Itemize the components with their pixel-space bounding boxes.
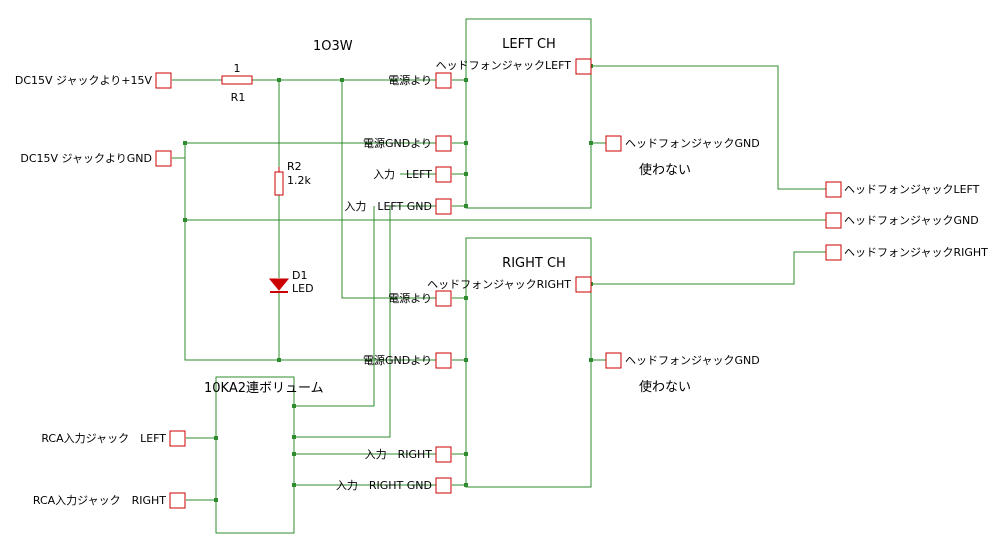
right-ch-in: 入力 RIGHT — [365, 448, 433, 461]
wire-hp-gnd-unused — [591, 142, 606, 361]
wire-hp-left — [591, 65, 826, 190]
pin-out-hp-left — [825, 181, 842, 198]
wires — [172, 65, 826, 501]
pin-dc-plus — [155, 72, 172, 89]
pin-right-hp-out — [575, 276, 592, 293]
label-rca-right: RCA入力ジャック RIGHT — [33, 494, 166, 507]
left-ch-hp-gnd: ヘッドフォンジャックGND — [625, 137, 760, 150]
pin-left-in — [435, 166, 452, 183]
left-ch-in: 入力 LEFT — [373, 168, 432, 181]
wire-power-right — [341, 80, 436, 299]
junction — [340, 78, 344, 82]
left-ch-power: 電源より — [388, 73, 432, 87]
r2-ref: R2 — [287, 160, 302, 173]
volume-block — [215, 376, 295, 534]
r1-ref: R1 — [231, 91, 246, 104]
pin-right-in-gnd — [435, 477, 452, 494]
wire-block-pins — [452, 79, 466, 486]
pin-rca-left — [169, 430, 186, 447]
label-dc-gnd: DC15V ジャックよりGND — [20, 152, 152, 165]
junction — [183, 141, 187, 145]
pin-out-hp-right — [825, 244, 842, 261]
resistor-r1 — [221, 75, 253, 85]
left-ch-hp-out: ヘッドフォンジャックLEFT — [436, 59, 572, 72]
right-ch-block — [465, 237, 592, 488]
junction — [277, 358, 281, 362]
pin-right-in — [435, 446, 452, 463]
wire-hp-right — [591, 251, 826, 285]
label-dc-plus: DC15V ジャックより+15V — [15, 74, 153, 87]
right-ch-unused: 使わない — [639, 379, 691, 395]
wire-rca — [186, 437, 216, 501]
out-hp-gnd: ヘッドフォンジャックGND — [844, 214, 979, 227]
pin-left-in-gnd — [435, 198, 452, 215]
pin-right-hp-gnd — [605, 352, 622, 369]
schematic-title: 1O3W — [313, 39, 353, 54]
wire-right-in — [294, 453, 436, 486]
right-ch-hp-out: ヘッドフォンジャックRIGHT — [427, 278, 571, 291]
junction — [183, 218, 187, 222]
junction — [277, 78, 281, 82]
r2-value: 1.2k — [287, 174, 311, 187]
r1-value: 1 — [234, 62, 241, 75]
label-rca-left: RCA入力ジャック LEFT — [41, 432, 166, 445]
volume-label: 10KA2連ボリューム — [204, 381, 324, 396]
d1-ref: D1 — [292, 269, 307, 282]
right-ch-hp-gnd: ヘッドフォンジャックGND — [625, 354, 760, 367]
resistor-r2 — [274, 171, 284, 196]
pin-right-power — [435, 290, 452, 307]
pin-right-power-gnd — [435, 352, 452, 369]
out-hp-right: ヘッドフォンジャックRIGHT — [844, 246, 988, 259]
d1-value: LED — [292, 282, 314, 295]
pins — [155, 58, 842, 509]
left-ch-unused: 使わない — [639, 162, 691, 178]
pin-left-hp-gnd — [605, 135, 622, 152]
out-hp-left: ヘッドフォンジャックLEFT — [844, 183, 980, 196]
left-ch-in-gnd: 入力 LEFT GND — [344, 200, 432, 213]
left-ch-block — [465, 18, 592, 209]
right-ch-power-gnd: 電源GNDより — [363, 353, 432, 367]
right-ch-power: 電源より — [388, 291, 432, 305]
left-ch-power-gnd: 電源GNDより — [363, 136, 432, 150]
pin-left-power — [435, 72, 452, 89]
pin-rca-right — [169, 492, 186, 509]
wire-left-in — [294, 173, 436, 438]
right-ch-in-gnd: 入力 RIGHT GND — [336, 479, 432, 492]
led-d1-icon — [268, 278, 290, 291]
pin-left-hp-out — [575, 58, 592, 75]
left-ch-title: LEFT CH — [502, 37, 556, 52]
pin-out-hp-gnd — [825, 212, 842, 229]
wire-gnd-net — [172, 142, 826, 361]
right-ch-title: RIGHT CH — [502, 256, 566, 271]
pin-left-power-gnd — [435, 135, 452, 152]
pin-dc-gnd — [155, 150, 172, 167]
